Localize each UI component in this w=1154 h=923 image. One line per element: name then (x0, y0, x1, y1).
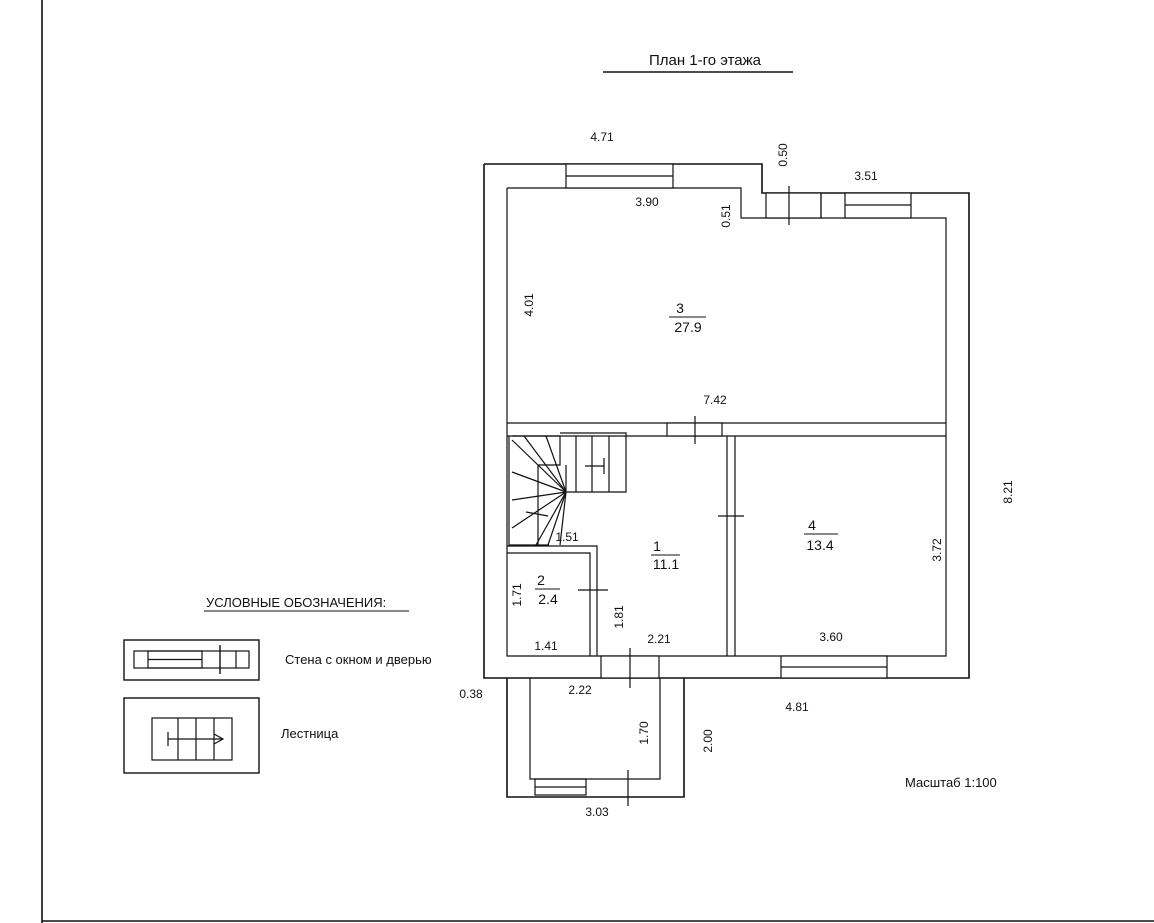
dim-right-top: 3.51 (854, 169, 878, 183)
windows (534, 163, 912, 796)
room-1-area: 11.1 (653, 556, 679, 572)
room-3: 3 27.9 (669, 300, 706, 335)
dim-porch-inner-height: 1.70 (637, 721, 651, 745)
outer-wall-contour (483, 163, 970, 679)
dim-room4-width: 3.60 (819, 630, 843, 644)
dim-step-height: 0.50 (776, 143, 790, 167)
dim-room4-height: 3.72 (930, 538, 944, 562)
porch (506, 678, 685, 798)
dim-room3-height: 4.01 (522, 293, 536, 317)
room-4: 4 13.4 (804, 517, 838, 553)
dim-room3-top: 3.90 (635, 195, 659, 209)
room2-wall-inner (507, 552, 591, 656)
door-top-step (765, 192, 822, 219)
plan-title: План 1-го этажа (649, 52, 762, 69)
room-2-number: 2 (537, 572, 545, 588)
dim-room1-width: 2.21 (647, 632, 671, 646)
porch-outer (506, 678, 685, 798)
dim-bottom-right: 4.81 (785, 700, 809, 714)
room-1: 1 11.1 (651, 538, 680, 572)
porch-inner (529, 678, 661, 780)
legend-stair-icon-frame (123, 697, 260, 774)
room2-wall-outer (507, 545, 598, 656)
dim-hall-width: 7.42 (703, 393, 727, 407)
dim-total-height: 8.21 (1001, 480, 1015, 504)
inner-wall-contour (506, 187, 947, 657)
dim-room1-height: 1.81 (612, 605, 626, 629)
dim-room2-height: 1.71 (510, 583, 524, 607)
room-3-area: 27.9 (674, 319, 701, 335)
dimensions: 4.71 3.51 3.90 7.42 1.51 1.41 2.21 3.60 … (459, 130, 1015, 819)
dim-room2-width: 1.41 (534, 639, 558, 653)
room-4-area: 13.4 (806, 537, 833, 553)
legend-heading: УСЛОВНЫЕ ОБОЗНАЧЕНИЯ: (206, 595, 386, 610)
dim-top-outer: 4.71 (590, 130, 614, 144)
staircase (508, 432, 627, 546)
room-4-number: 4 (808, 517, 816, 533)
doors (578, 186, 822, 806)
legend-stair-icon (151, 717, 233, 761)
room-2-area: 2.4 (538, 591, 558, 607)
legend: УСЛОВНЫЕ ОБОЗНАЧЕНИЯ: Стена с окном и дв… (123, 595, 432, 774)
dim-step-inner: 0.51 (719, 204, 733, 228)
dim-porch-offset: 0.38 (459, 687, 483, 701)
legend-wall-label: Стена с окном и дверью (285, 652, 432, 667)
room-1-number: 1 (653, 538, 661, 554)
legend-wall-icon-frame (123, 639, 260, 681)
room-3-number: 3 (676, 300, 684, 316)
dim-stair-width: 1.51 (555, 530, 579, 544)
room-2: 2 2.4 (535, 572, 560, 607)
building-walls (483, 163, 970, 679)
dim-porch-inner-width: 2.22 (568, 683, 592, 697)
scale-label: Масштаб 1:100 (905, 775, 997, 790)
dim-porch-outer-height: 2.00 (701, 729, 715, 753)
dim-porch-outer-width: 3.03 (585, 805, 609, 819)
legend-stair-label: Лестница (281, 726, 339, 741)
